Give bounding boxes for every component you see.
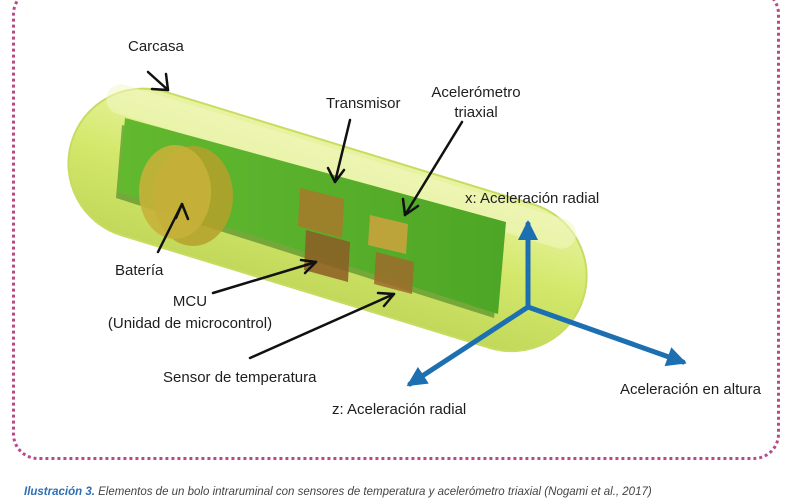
mcu-chip — [304, 230, 350, 282]
z-axis-arrow — [406, 304, 531, 387]
label-acelerometro-2: triaxial — [454, 104, 497, 121]
accelerometer-chip — [368, 215, 408, 254]
label-transmisor: Transmisor — [326, 95, 400, 112]
label-mcu-2: (Unidad de microcontrol) — [108, 315, 272, 332]
mcu-arrow — [211, 258, 318, 295]
label-bateria: Batería — [115, 262, 164, 279]
label-x-axis: x: Aceleración radial — [465, 190, 599, 207]
sensor-arrow — [248, 291, 396, 360]
label-acelerometro-1: Acelerómetro — [431, 84, 520, 101]
caption-text: Elementos de un bolo intraruminal con se… — [98, 486, 652, 498]
label-z-axis: z: Aceleración radial — [332, 401, 466, 418]
bolus-diagram: Carcasa Transmisor Acelerómetro triaxial… — [67, 38, 762, 418]
caption-id: Ilustración 3. — [24, 486, 95, 498]
carcasa-arrow — [146, 70, 170, 92]
altura-axis-arrow — [525, 304, 687, 367]
label-mcu-1: MCU — [173, 293, 207, 310]
transmitter-chip — [298, 188, 344, 238]
bateria-arrow — [156, 202, 190, 254]
acelerometro-arrow — [401, 120, 464, 217]
dotted-frame — [12, 0, 780, 460]
battery-component — [139, 145, 233, 246]
figure-caption: Ilustración 3. Elementos de un bolo intr… — [24, 486, 652, 498]
label-sensor: Sensor de temperatura — [163, 369, 317, 386]
temperature-sensor-chip — [374, 252, 414, 294]
label-altura: Aceleración en altura — [620, 381, 762, 398]
label-carcasa: Carcasa — [128, 38, 185, 55]
transmisor-arrow — [326, 118, 352, 184]
